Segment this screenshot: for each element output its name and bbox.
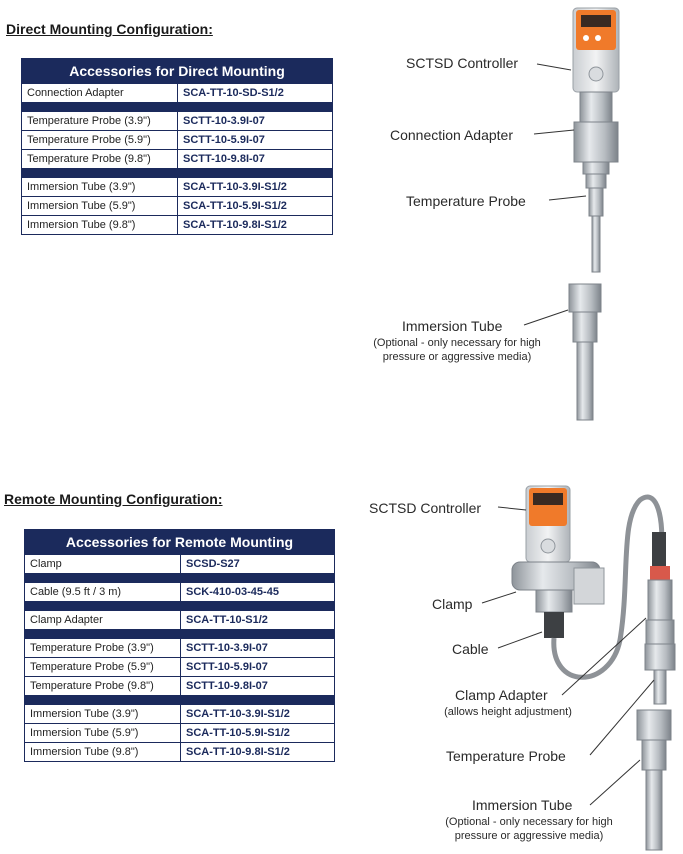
note-line: pressure or aggressive media)	[454, 830, 604, 842]
note-line: pressure or aggressive media)	[382, 351, 532, 363]
label-immersion-tube: Immersion Tube	[402, 318, 503, 334]
table-row: Immersion Tube (9.8") SCA-TT-10-9.8I-S1/…	[24, 742, 335, 762]
item-code: SCA-TT-10-9.8I-S1/2	[180, 742, 335, 762]
item-name: Clamp	[24, 554, 181, 574]
item-code: SCTT-10-3.9I-07	[180, 638, 335, 658]
table-row: Temperature Probe (3.9") SCTT-10-3.9I-07	[24, 638, 335, 658]
label-clamp: Clamp	[432, 596, 473, 612]
item-code: SCA-TT-10-S1/2	[180, 610, 335, 630]
item-name: Immersion Tube (3.9")	[24, 704, 181, 724]
label-clamp-adapter: Clamp Adapter	[455, 687, 548, 703]
item-code: SCA-TT-10-3.9I-S1/2	[180, 704, 335, 724]
item-name: Immersion Tube (3.9")	[21, 177, 178, 197]
remote-table-header: Accessories for Remote Mounting	[24, 529, 335, 555]
direct-controller-icon	[572, 7, 620, 93]
item-name: Immersion Tube (5.9")	[24, 723, 181, 743]
table-row: Connection Adapter SCA-TT-10-SD-S1/2	[21, 83, 333, 103]
label-sctsd-controller: SCTSD Controller	[406, 55, 519, 71]
table-row: Clamp Adapter SCA-TT-10-S1/2	[24, 610, 335, 630]
immersion-tube-note: (Optional - only necessary for high pres…	[348, 336, 566, 364]
note-line: (Optional - only necessary for high	[445, 816, 613, 828]
table-row: Immersion Tube (9.8") SCA-TT-10-9.8I-S1/…	[21, 215, 333, 235]
item-code: SCA-TT-10-5.9I-S1/2	[180, 723, 335, 743]
table-row: Immersion Tube (5.9") SCA-TT-10-5.9I-S1/…	[24, 723, 335, 743]
label-temperature-probe: Temperature Probe	[406, 193, 526, 209]
item-code: SCA-TT-10-5.9I-S1/2	[177, 196, 333, 216]
item-name: Immersion Tube (9.8")	[21, 215, 178, 235]
table-row: Immersion Tube (5.9") SCA-TT-10-5.9I-S1/…	[21, 196, 333, 216]
remote-leader-lines	[481, 506, 655, 806]
remote-temperature-probe-icon	[653, 669, 667, 705]
item-name: Temperature Probe (3.9")	[24, 638, 181, 658]
label-cable: Cable	[452, 641, 489, 657]
remote-accessories-table: Accessories for Remote Mounting Clamp SC…	[24, 529, 335, 762]
remote-section-title: Remote Mounting Configuration:	[4, 491, 223, 507]
clamp-adapter-icon	[644, 566, 676, 671]
table-row: Immersion Tube (3.9") SCA-TT-10-3.9I-S1/…	[21, 177, 333, 197]
clamp-icon	[511, 561, 605, 613]
item-name: Immersion Tube (9.8")	[24, 742, 181, 762]
item-name: Immersion Tube (5.9")	[21, 196, 178, 216]
table-row: Temperature Probe (5.9") SCTT-10-5.9I-07	[24, 657, 335, 677]
item-name: Temperature Probe (9.8")	[24, 676, 181, 696]
remote-immersion-tube-icon	[636, 709, 672, 851]
remote-controller-icon	[525, 485, 571, 563]
item-code: SCTT-10-9.8I-07	[180, 676, 335, 696]
note-line: (Optional - only necessary for high	[373, 337, 541, 349]
immersion-tube-icon	[568, 283, 602, 421]
cable-icon	[544, 494, 666, 680]
direct-leader-lines	[523, 63, 587, 326]
table-row: Temperature Probe (5.9") SCTT-10-5.9I-07	[21, 130, 333, 150]
table-row: Temperature Probe (9.8") SCTT-10-9.8I-07	[24, 676, 335, 696]
item-name: Clamp Adapter	[24, 610, 181, 630]
label-connection-adapter: Connection Adapter	[390, 127, 513, 143]
direct-accessories-table: Accessories for Direct Mounting Connecti…	[21, 58, 333, 235]
item-code: SCTT-10-5.9I-07	[180, 657, 335, 677]
direct-section-title: Direct Mounting Configuration:	[6, 21, 213, 37]
item-name: Temperature Probe (9.8")	[21, 149, 178, 169]
clamp-adapter-note: (allows height adjustment)	[444, 706, 572, 718]
item-code: SCA-TT-10-9.8I-S1/2	[177, 215, 333, 235]
remote-immersion-tube-note: (Optional - only necessary for high pres…	[420, 815, 638, 843]
label-remote-sctsd-controller: SCTSD Controller	[369, 500, 482, 516]
item-code: SCTT-10-5.9I-07	[177, 130, 333, 150]
table-row: Temperature Probe (9.8") SCTT-10-9.8I-07	[21, 149, 333, 169]
table-row: Clamp SCSD-S27	[24, 554, 335, 574]
item-code: SCA-TT-10-3.9I-S1/2	[177, 177, 333, 197]
label-remote-immersion-tube: Immersion Tube	[472, 797, 573, 813]
label-remote-temperature-probe: Temperature Probe	[446, 748, 566, 764]
temperature-probe-icon	[585, 173, 607, 273]
table-row: Immersion Tube (3.9") SCA-TT-10-3.9I-S1/…	[24, 704, 335, 724]
connection-adapter-icon	[573, 91, 619, 175]
